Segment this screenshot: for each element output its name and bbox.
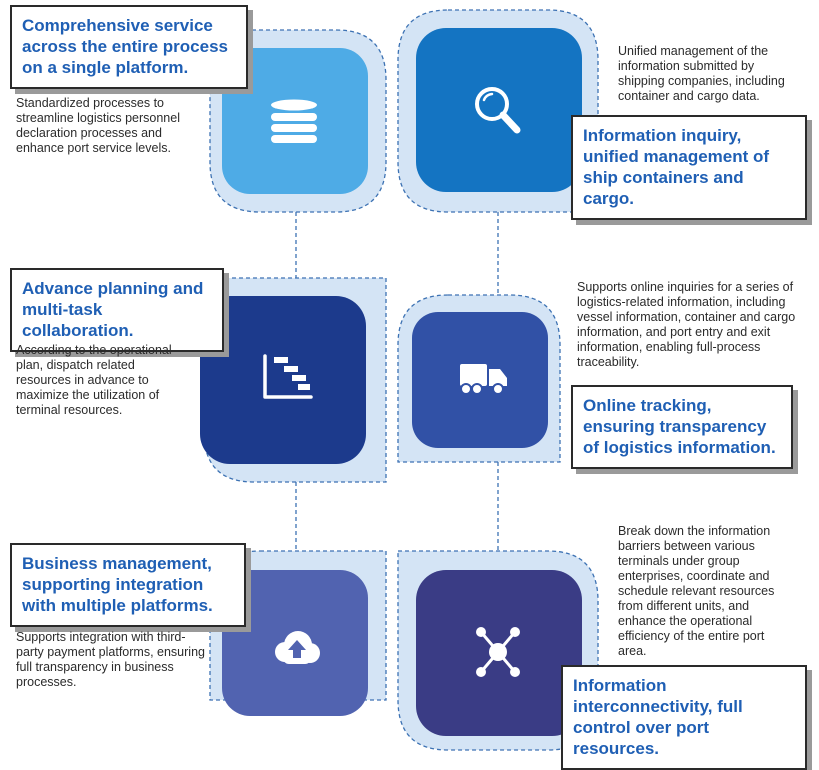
network-hub-icon	[476, 627, 520, 677]
icon-tile-3	[200, 296, 366, 464]
database-icon	[271, 99, 317, 143]
feature-description-2: Unified management of the information su…	[618, 44, 785, 103]
feature-description-3: According to the operational plan, dispa…	[16, 343, 172, 417]
feature-title-6: Information interconnectivity, full cont…	[561, 665, 807, 770]
feature-title-5: Business management, supporting integrat…	[10, 543, 246, 627]
search-icon	[475, 87, 521, 134]
feature-title-1: Comprehensive service across the entire …	[10, 5, 248, 89]
feature-description-4: Supports online inquiries for a series o…	[577, 280, 796, 369]
gantt-chart-icon	[263, 354, 313, 399]
feature-description-1: Standardized processes to streamline log…	[16, 96, 180, 155]
feature-description-5: Supports integration with third-party pa…	[16, 630, 205, 689]
feature-description-6: Break down the information barriers betw…	[618, 524, 775, 658]
feature-title-4: Online tracking, ensuring transparency o…	[571, 385, 793, 469]
feature-title-3: Advance planning and multi-task collabor…	[10, 268, 224, 352]
icon-tile-2	[416, 28, 582, 192]
truck-icon	[460, 364, 507, 395]
feature-title-2: Information inquiry, unified management …	[571, 115, 807, 220]
cloud-upload-icon	[275, 631, 320, 664]
